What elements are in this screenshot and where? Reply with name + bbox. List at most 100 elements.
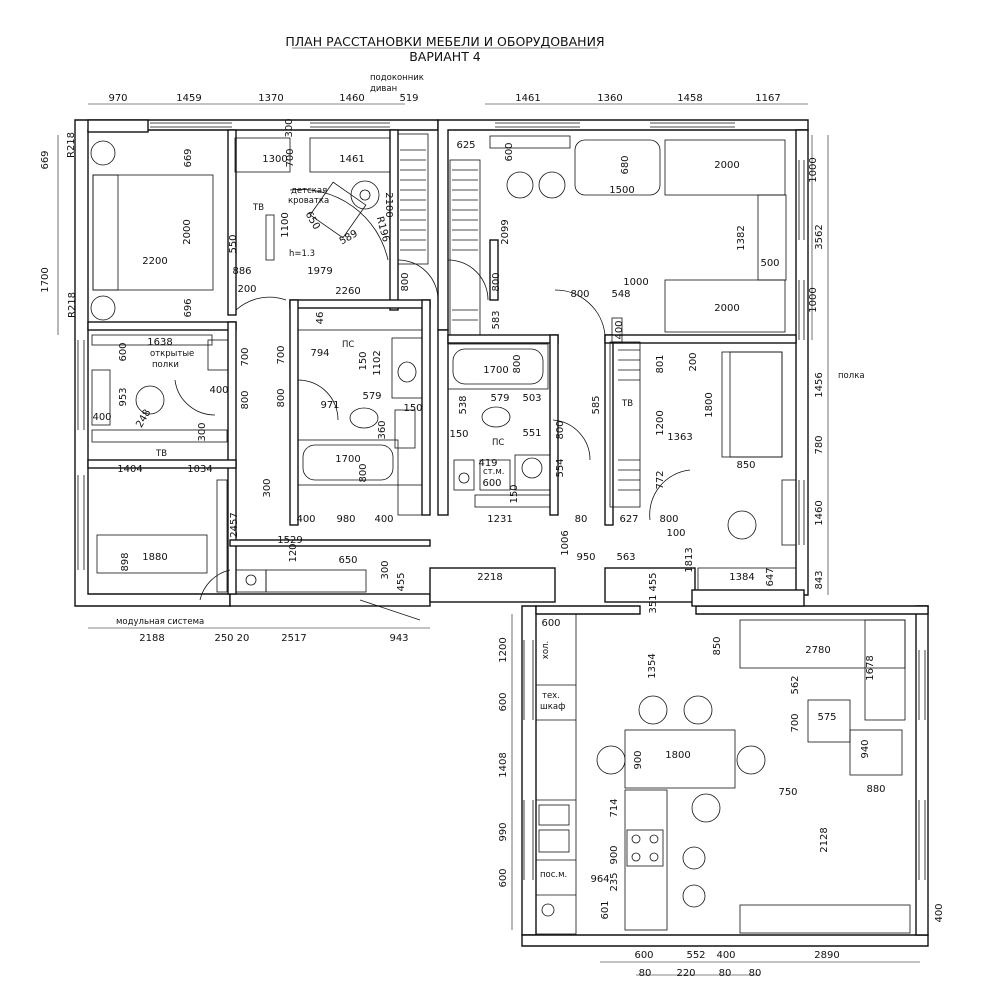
dim-700-c2: 700: [790, 713, 801, 732]
dim-top-4: 1460: [339, 93, 364, 104]
dim-600: 600: [118, 342, 129, 361]
dim-1880: 1880: [142, 552, 167, 563]
dim-1006: 1006: [560, 530, 571, 555]
kitchen: [535, 613, 911, 935]
dim-top-9: 1167: [755, 93, 780, 104]
crib-area: [289, 133, 429, 265]
dim-1979: 1979: [307, 266, 332, 277]
kids-room-furniture: [91, 334, 367, 593]
dim-r218-a: R218: [66, 132, 77, 158]
dim-400: 400: [92, 412, 111, 423]
dim-548: 548: [611, 289, 630, 300]
dim-900: 900: [633, 750, 644, 769]
dim-2000-c: 2000: [714, 303, 739, 314]
dim-br-3: 400: [716, 950, 735, 961]
label-tech-2: шкаф: [540, 702, 565, 712]
bathroom-2: [447, 343, 551, 508]
dim-1813: 1813: [684, 547, 695, 572]
label-washer: ст.м.: [483, 467, 504, 477]
dim-1102: 1102: [372, 350, 383, 375]
dim-kl-2: 600: [498, 692, 509, 711]
dim-300-d: 300: [262, 478, 273, 497]
dim-583: 583: [491, 310, 502, 329]
dim-800-f: 800: [555, 420, 566, 439]
dim-top-2: 1459: [176, 93, 201, 104]
dim-top-5: 519: [399, 93, 418, 104]
door-swings: [174, 259, 691, 621]
dim-right-7: 843: [814, 570, 825, 589]
dim-bl-2: 250: [214, 633, 233, 644]
dim-1100: 1100: [280, 212, 291, 237]
bottom-right-dimensions: 600 552 400 2890 80 220 80 80: [600, 950, 920, 979]
label-tv-1: ТВ: [252, 203, 264, 213]
dim-750: 750: [778, 787, 797, 798]
dim-br-4: 2890: [814, 950, 839, 961]
label-sofa: диван: [370, 84, 397, 94]
dim-800-h: 800: [570, 289, 589, 300]
bathroom-1: [297, 307, 423, 516]
dim-886: 886: [232, 266, 251, 277]
dim-2000: 2000: [182, 219, 193, 244]
dim-kl-3: 1408: [498, 752, 509, 777]
dim-964: 964: [590, 874, 609, 885]
dim-right-1: 1000: [808, 157, 819, 182]
windows: [77, 122, 926, 880]
dim-579: 579: [362, 391, 381, 402]
dim-898: 898: [120, 552, 131, 571]
dim-647: 647: [765, 567, 776, 586]
dim-br-1: 600: [634, 950, 653, 961]
room-labels: детская кроватка ТВ h=1.3 открытые полки…: [150, 186, 633, 880]
wardrobe-hatches: [400, 149, 640, 491]
label-ps-2: ПС: [492, 438, 504, 448]
dim-980: 980: [336, 514, 355, 525]
dim-953: 953: [118, 387, 129, 406]
dim-579-b: 579: [490, 393, 509, 404]
dim-700-c: 700: [276, 345, 287, 364]
dim-2128: 2128: [819, 827, 830, 852]
dim-1404: 1404: [117, 464, 142, 475]
label-fridge: хол.: [541, 641, 551, 659]
dim-625: 625: [456, 140, 475, 151]
dim-r196: R196: [374, 215, 391, 243]
dim-900-b: 900: [609, 845, 620, 864]
dim-2260: 2260: [335, 286, 360, 297]
dim-left-2: 1700: [40, 267, 51, 292]
dim-right-4: 1456: [814, 372, 825, 397]
dim-2218: 2218: [477, 572, 502, 583]
top-dimensions: 970 1459 1370 1460 519 1461 1360 1458 11…: [88, 93, 808, 105]
label-shelves-2: полки: [152, 360, 179, 370]
dim-46: 46: [315, 312, 326, 325]
dim-top-8: 1458: [677, 93, 702, 104]
label-sill: подоконник: [370, 73, 424, 83]
bottom-left-dimensions: 2188 250 20 2517 943: [88, 627, 430, 644]
dim-2780: 2780: [805, 645, 830, 656]
kitchen-left-dimensions: 1200 600 1408 990 600: [498, 614, 513, 930]
dim-800-g: 800: [491, 272, 502, 291]
dim-1231: 1231: [487, 514, 512, 525]
dim-1354: 1354: [647, 653, 658, 678]
dim-br-5: 80: [639, 968, 652, 979]
dim-1700-b: 1700: [483, 365, 508, 376]
label-crib-2: кроватка: [288, 196, 329, 206]
dim-1500: 1500: [609, 185, 634, 196]
dim-538: 538: [458, 395, 469, 414]
dim-800-i: 800: [659, 514, 678, 525]
dim-503: 503: [522, 393, 541, 404]
dim-563: 563: [616, 552, 635, 563]
dim-400-b: 400: [209, 385, 228, 396]
dim-550: 550: [228, 234, 239, 253]
dim-696: 696: [183, 298, 194, 317]
dim-120: 120: [288, 543, 299, 562]
dim-right-5: 780: [814, 435, 825, 454]
dim-419: 419: [478, 458, 497, 469]
dim-680: 680: [620, 155, 631, 174]
dim-300-c: 300: [380, 560, 391, 579]
dim-714: 714: [609, 798, 620, 817]
dim-2100: 2100: [383, 192, 394, 217]
dim-235: 235: [609, 872, 620, 891]
dim-1461: 1461: [339, 154, 364, 165]
dim-kl-1: 1200: [498, 637, 509, 662]
dim-575: 575: [817, 712, 836, 723]
dim-562: 562: [790, 675, 801, 694]
